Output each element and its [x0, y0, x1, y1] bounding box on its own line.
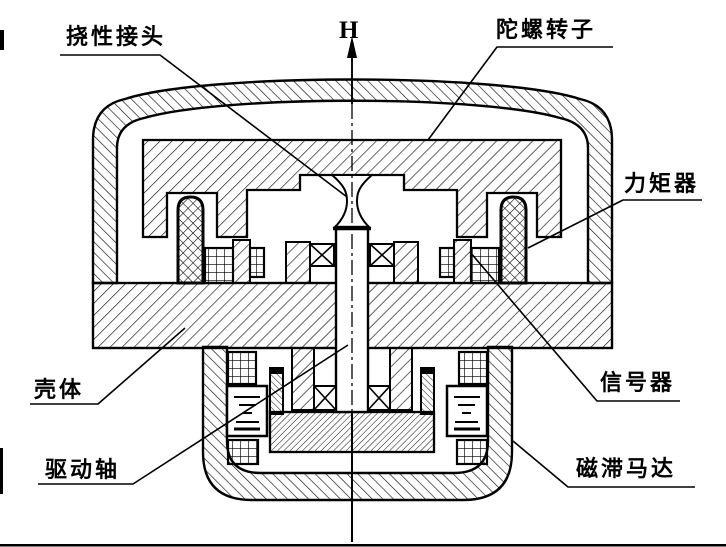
label-flexible-joint: 挠性接头 — [66, 24, 166, 49]
scan-artifact — [0, 448, 3, 494]
signal-generator-right — [438, 239, 501, 285]
bearing-upper-left — [309, 243, 335, 267]
motor-stator-left — [225, 350, 269, 466]
torquer-coil-left — [176, 195, 205, 285]
axis-label: H — [339, 17, 359, 44]
spin-axis-centerline — [347, 36, 357, 542]
stator-lamination — [226, 350, 258, 386]
leader-gyro-rotor — [427, 46, 613, 141]
motor-rotor-cup-cap-right — [421, 368, 434, 374]
label-gyro-rotor: 陀螺转子 — [496, 17, 596, 42]
signal-pillar — [453, 239, 472, 284]
bearing-lower-right — [367, 385, 391, 411]
motor-stator-right — [445, 350, 489, 466]
leader-signal-generator — [469, 251, 680, 402]
torquer-coil-right — [499, 195, 528, 285]
label-torquer: 力矩器 — [624, 171, 699, 196]
stator-lamination — [455, 438, 489, 466]
label-housing: 壳体 — [33, 377, 84, 402]
shaft-hub-right — [389, 347, 413, 411]
signal-coil-lamination — [469, 246, 501, 285]
gyro-rotor — [141, 138, 563, 239]
stator-winding — [445, 384, 489, 438]
stator-lamination — [226, 438, 260, 466]
stator-lamination — [457, 350, 489, 386]
signal-coil-lamination — [248, 246, 266, 279]
bearing-boss-left — [285, 241, 311, 284]
leader-drive-shaft — [38, 344, 349, 485]
shaft-hub-left — [291, 347, 315, 411]
leader-torquer — [527, 199, 702, 249]
motor-rotor-cup-cap-left — [270, 368, 283, 374]
scan-artifact-bottom-edge — [0, 544, 726, 547]
label-signal-generator: 信号器 — [600, 370, 675, 395]
leader-flexible-joint — [60, 54, 348, 198]
signal-pillar — [232, 239, 251, 284]
motor-rotor-cup-wall-right — [420, 367, 435, 415]
label-drive-shaft: 驱动轴 — [45, 457, 120, 482]
bearing-upper-right — [369, 243, 395, 267]
signal-coil-lamination — [203, 246, 235, 285]
bearing-lower-left — [313, 385, 337, 411]
signal-coil-lamination — [438, 246, 456, 279]
bearing-boss-right — [393, 241, 419, 284]
signal-generator-left — [203, 239, 266, 285]
label-hysteresis-motor: 磁滞马达 — [576, 456, 676, 481]
leader-housing — [30, 327, 186, 405]
axis-arrowhead — [347, 36, 357, 58]
leader-hysteresis-motor — [512, 440, 695, 488]
motor-cup-housing — [201, 345, 514, 502]
housing-dome-cover — [91, 78, 614, 285]
scan-artifact — [0, 30, 4, 50]
